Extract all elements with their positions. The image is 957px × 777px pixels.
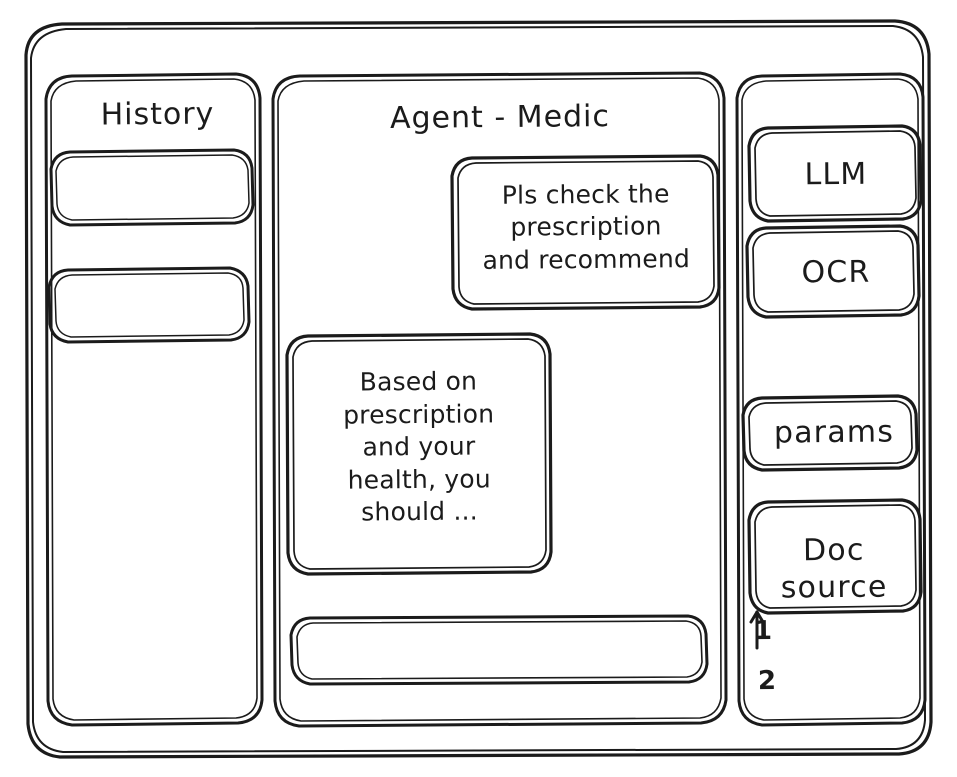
tool-card-ocr-label: OCR (801, 254, 871, 291)
user-message-bubble: Pls check the prescription and recommend (482, 179, 691, 275)
message-input[interactable] (295, 618, 700, 680)
sidebar-title: History (100, 96, 215, 133)
page-title: Agent - Medic (389, 98, 611, 136)
doc-source-ref-2[interactable]: 2 (757, 666, 777, 697)
sidebar-item-history-2[interactable] (55, 268, 247, 336)
sidebar-item-history-1[interactable] (58, 150, 253, 222)
tool-card-llm-label: LLM (804, 156, 868, 192)
doc-source-ref-1[interactable]: 1 (753, 616, 773, 647)
assistant-message-bubble: Based on prescription and your health, y… (343, 366, 495, 527)
tool-card-params-label: params (773, 414, 895, 451)
tool-card-doc-source-label: Doc source (780, 533, 888, 606)
